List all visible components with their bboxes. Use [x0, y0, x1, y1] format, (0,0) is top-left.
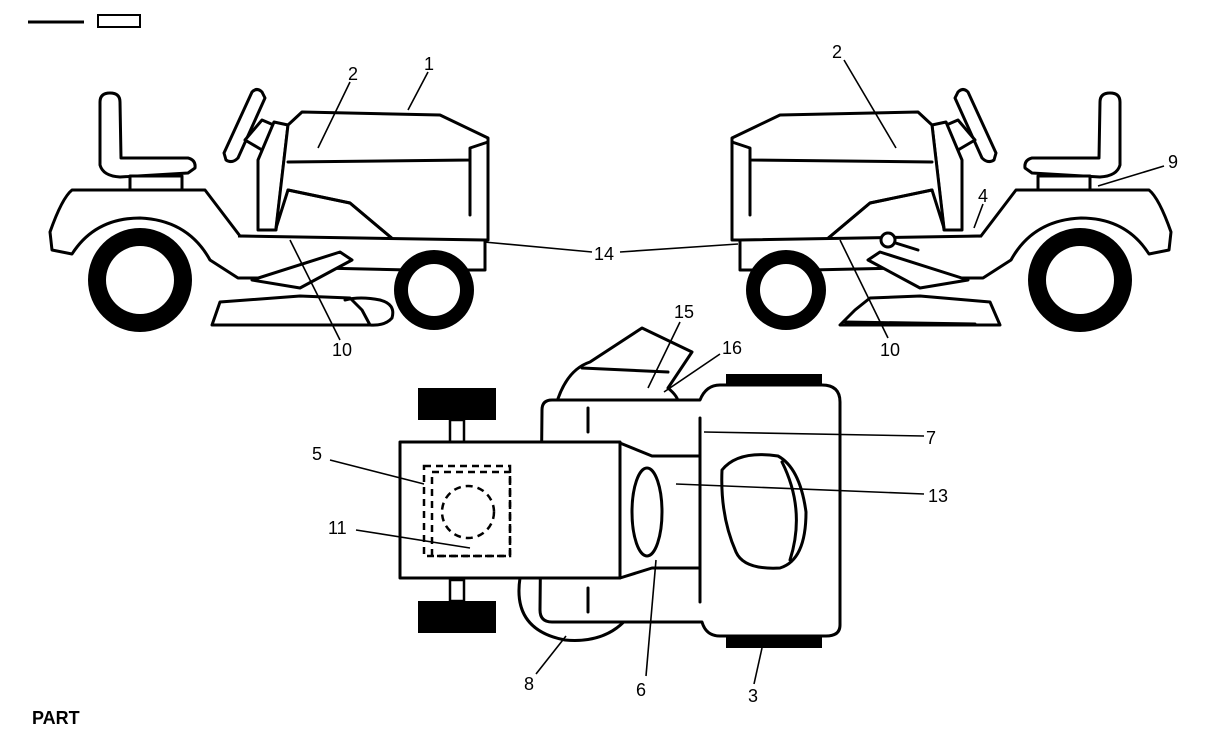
dash-pod	[256, 120, 290, 232]
tractor-left-side-view	[48, 88, 490, 332]
steering-wheel	[953, 88, 998, 164]
callout-10-right: 10	[880, 340, 900, 360]
part-header: PART	[32, 708, 80, 728]
callout-9: 9	[1168, 152, 1178, 172]
footrest	[866, 250, 970, 290]
seat	[1023, 91, 1122, 179]
callout-16: 16	[722, 338, 742, 358]
rear-wheel-top	[418, 388, 496, 420]
callout-2-left: 2	[348, 64, 358, 84]
seat	[98, 91, 197, 179]
callout-13: 13	[928, 486, 948, 506]
callout-10-left: 10	[332, 340, 352, 360]
tractor-top-view	[398, 326, 842, 648]
callout-8: 8	[524, 674, 534, 694]
seat-deck	[398, 440, 622, 580]
callout-1: 1	[424, 54, 434, 74]
callout-11: 11	[328, 518, 347, 538]
callout-15: 15	[674, 302, 694, 322]
callout-14: 14	[594, 244, 614, 264]
steering-wheel	[222, 88, 267, 164]
lift-lever-knob	[879, 231, 897, 249]
rear-wheel-bottom	[418, 601, 496, 633]
callout-6: 6	[636, 680, 646, 700]
callout-5: 5	[312, 444, 322, 464]
mower-deck	[838, 294, 1002, 327]
front-wheel-bottom	[726, 636, 822, 648]
dash-pod	[930, 120, 964, 232]
footrest	[250, 250, 354, 290]
callout-4: 4	[978, 186, 988, 206]
callout-labels: 1 2 10 14 2 9 4 10 15 16 7 5 13 11 8 6 3	[312, 42, 1178, 706]
tractor-right-side-view	[730, 88, 1173, 332]
callout-3: 3	[748, 686, 758, 706]
callout-2-right: 2	[832, 42, 842, 62]
header-fragment-top	[28, 14, 141, 28]
callout-7: 7	[926, 428, 936, 448]
front-wheel-top	[726, 374, 822, 386]
hood	[274, 110, 490, 242]
leader-lines	[289, 59, 1165, 685]
hood	[730, 110, 946, 242]
steering-pad	[720, 453, 808, 570]
hood-vent	[630, 466, 664, 558]
